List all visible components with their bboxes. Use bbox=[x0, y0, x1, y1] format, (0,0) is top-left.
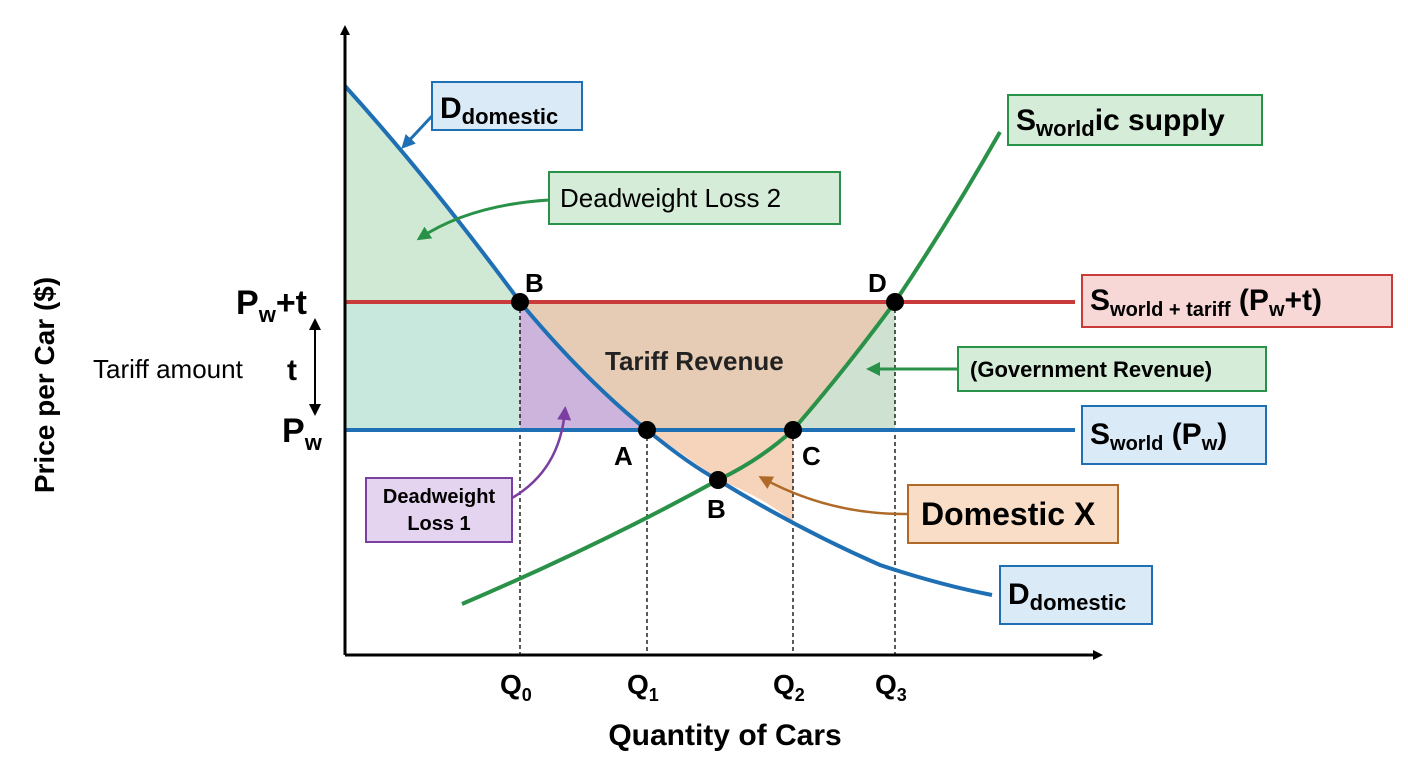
dwl1-region bbox=[520, 302, 647, 430]
q1-label: Q1 bbox=[627, 669, 659, 705]
dwl2-region bbox=[345, 86, 520, 302]
svg-text:Sworldic supply: Sworldic supply bbox=[1016, 104, 1225, 141]
demand-label-bottom: Ddomestic bbox=[999, 565, 1153, 625]
supply-label: Sworldic supply bbox=[1007, 94, 1263, 146]
tariff-supply-label: Sworld + tariff (Pw+t) bbox=[1081, 274, 1393, 328]
svg-text:Sworld + tariff (Pw+t): Sworld + tariff (Pw+t) bbox=[1090, 284, 1322, 321]
svg-text:Deadweight Loss 2: Deadweight Loss 2 bbox=[560, 183, 781, 213]
gov-revenue-region bbox=[793, 302, 895, 430]
point-b-lower-label: B bbox=[707, 494, 726, 524]
point-a bbox=[638, 421, 656, 439]
price-world-label: Pw bbox=[282, 412, 323, 455]
gov-revenue-label: (Government Revenue) bbox=[957, 346, 1267, 392]
demand-curve bbox=[343, 84, 993, 597]
svg-text:Domestic X: Domestic X bbox=[921, 496, 1096, 532]
dwl2-label: Deadweight Loss 2 bbox=[548, 171, 841, 225]
consumer-loss-band bbox=[345, 302, 520, 430]
q0-label: Q0 bbox=[500, 669, 532, 705]
y-axis-title: Price per Car ($) bbox=[29, 277, 60, 493]
point-d-label: D bbox=[868, 268, 887, 298]
svg-text:Deadweight: Deadweight bbox=[383, 486, 496, 508]
demand-label-top: Ddomestic bbox=[431, 81, 583, 131]
tariff-amount-label: Tariff amount bbox=[93, 354, 244, 384]
tariff-revenue-region bbox=[520, 302, 895, 430]
dwl1-arrow bbox=[511, 406, 572, 500]
q2-label: Q2 bbox=[773, 669, 805, 705]
world-supply-label: Sworld (Pw) bbox=[1081, 405, 1267, 465]
price-tariff-label: Pw+t bbox=[236, 284, 307, 327]
svg-text:Ddomestic: Ddomestic bbox=[1008, 578, 1126, 615]
point-b-upper bbox=[511, 293, 529, 311]
domestic-x-arrow bbox=[758, 476, 909, 516]
svg-text:Loss 1: Loss 1 bbox=[407, 513, 470, 535]
svg-text:(Government Revenue): (Government Revenue) bbox=[970, 357, 1212, 382]
demand-top-arrow bbox=[401, 114, 434, 149]
point-b-upper-label: B bbox=[525, 268, 544, 298]
point-c-label: C bbox=[802, 441, 821, 471]
tariff-amount-symbol: t bbox=[287, 354, 297, 387]
svg-text:Ddomestic: Ddomestic bbox=[440, 92, 558, 129]
tariff-revenue-label: Tariff Revenue bbox=[605, 346, 784, 376]
domestic-x-label: Domestic X bbox=[907, 484, 1119, 544]
point-d bbox=[886, 293, 904, 311]
point-a-label: A bbox=[614, 441, 633, 471]
dwl2-arrow bbox=[416, 198, 550, 241]
svg-text:Sworld (Pw): Sworld (Pw) bbox=[1090, 418, 1227, 455]
q3-label: Q3 bbox=[875, 669, 907, 705]
point-c bbox=[784, 421, 802, 439]
x-axis-title: Quantity of Cars bbox=[608, 719, 841, 752]
point-b-lower bbox=[709, 471, 727, 489]
dwl1-label: Deadweight Loss 1 bbox=[365, 477, 513, 543]
